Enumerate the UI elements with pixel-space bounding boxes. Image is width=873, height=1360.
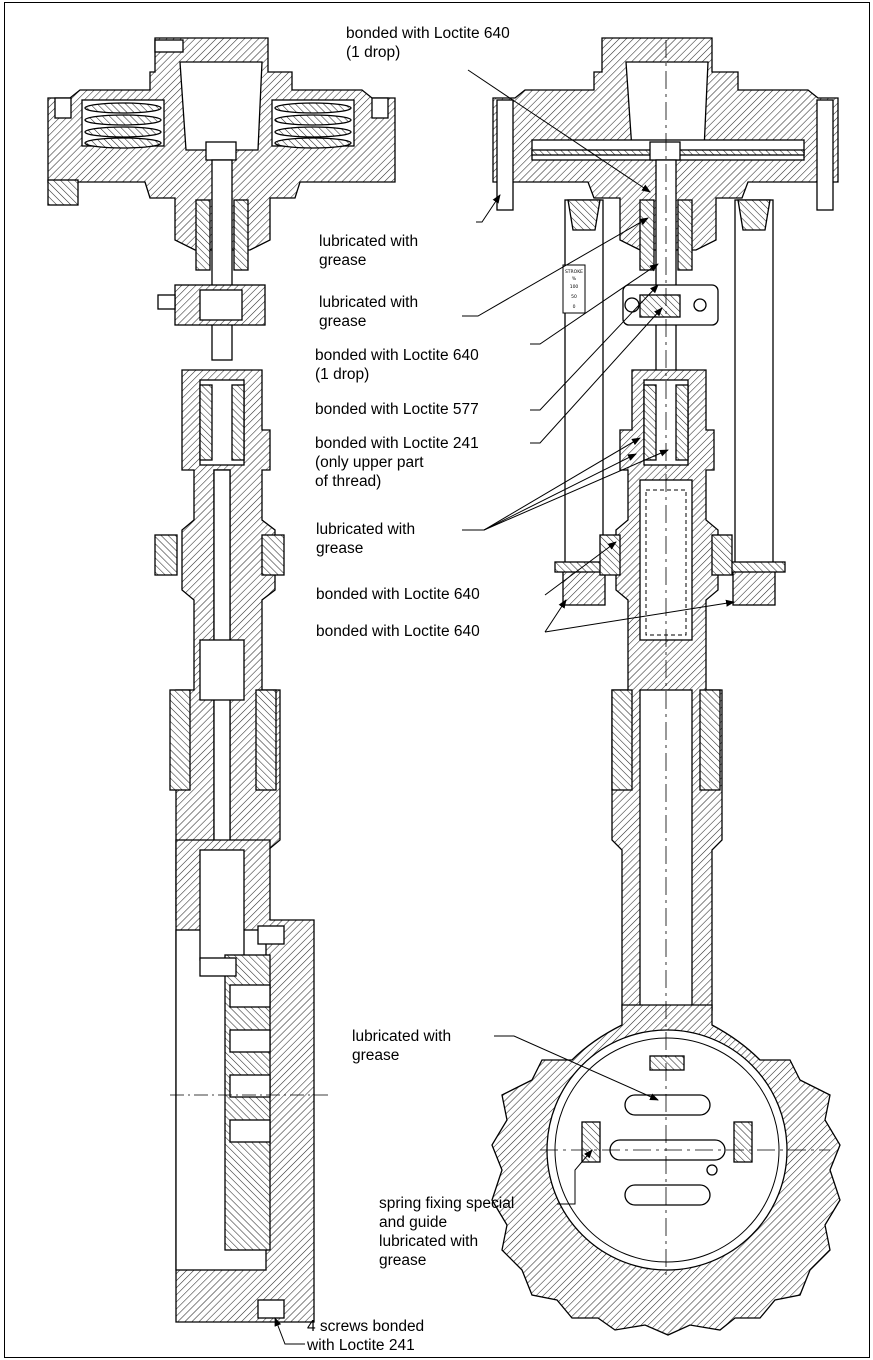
left-section-view [47, 37, 396, 1323]
annotation-spring-fixing: spring fixing special and guide lubricat… [379, 1195, 515, 1269]
leader-lines [274, 69, 735, 1345]
plate-text: % [572, 276, 577, 282]
plate-text: 100 [570, 284, 579, 290]
annotation-loctite-640-a: bonded with Loctite 640 [316, 586, 480, 603]
annotation-loctite-640-b: bonded with Loctite 640 [316, 623, 480, 640]
annotation-loctite-640-mid: bonded with Loctite 640 (1 drop) [315, 347, 479, 383]
plate-text: 50 [571, 294, 577, 300]
stroke-plate: STROKE % 100 50 0 [565, 269, 583, 310]
annotation-grease-2: lubricated with grease [319, 294, 419, 330]
annotation-grease-3: lubricated with grease [316, 521, 416, 557]
plate-text: 0 [573, 304, 576, 310]
annotation-loctite-241: bonded with Loctite 241 (only upper part… [315, 435, 479, 490]
annotation-grease-1: lubricated with grease [319, 233, 419, 269]
annotation-screws: 4 screws bonded with Loctite 241 [307, 1318, 425, 1354]
annotation-loctite-640-top: bonded with Loctite 640 (1 drop) [346, 25, 510, 61]
right-section-view [491, 37, 841, 1336]
annotation-grease-4: lubricated with grease [352, 1028, 452, 1064]
annotation-loctite-577: bonded with Loctite 577 [315, 401, 479, 418]
drawing-frame [4, 2, 870, 1358]
plate-text: STROKE [565, 269, 583, 275]
